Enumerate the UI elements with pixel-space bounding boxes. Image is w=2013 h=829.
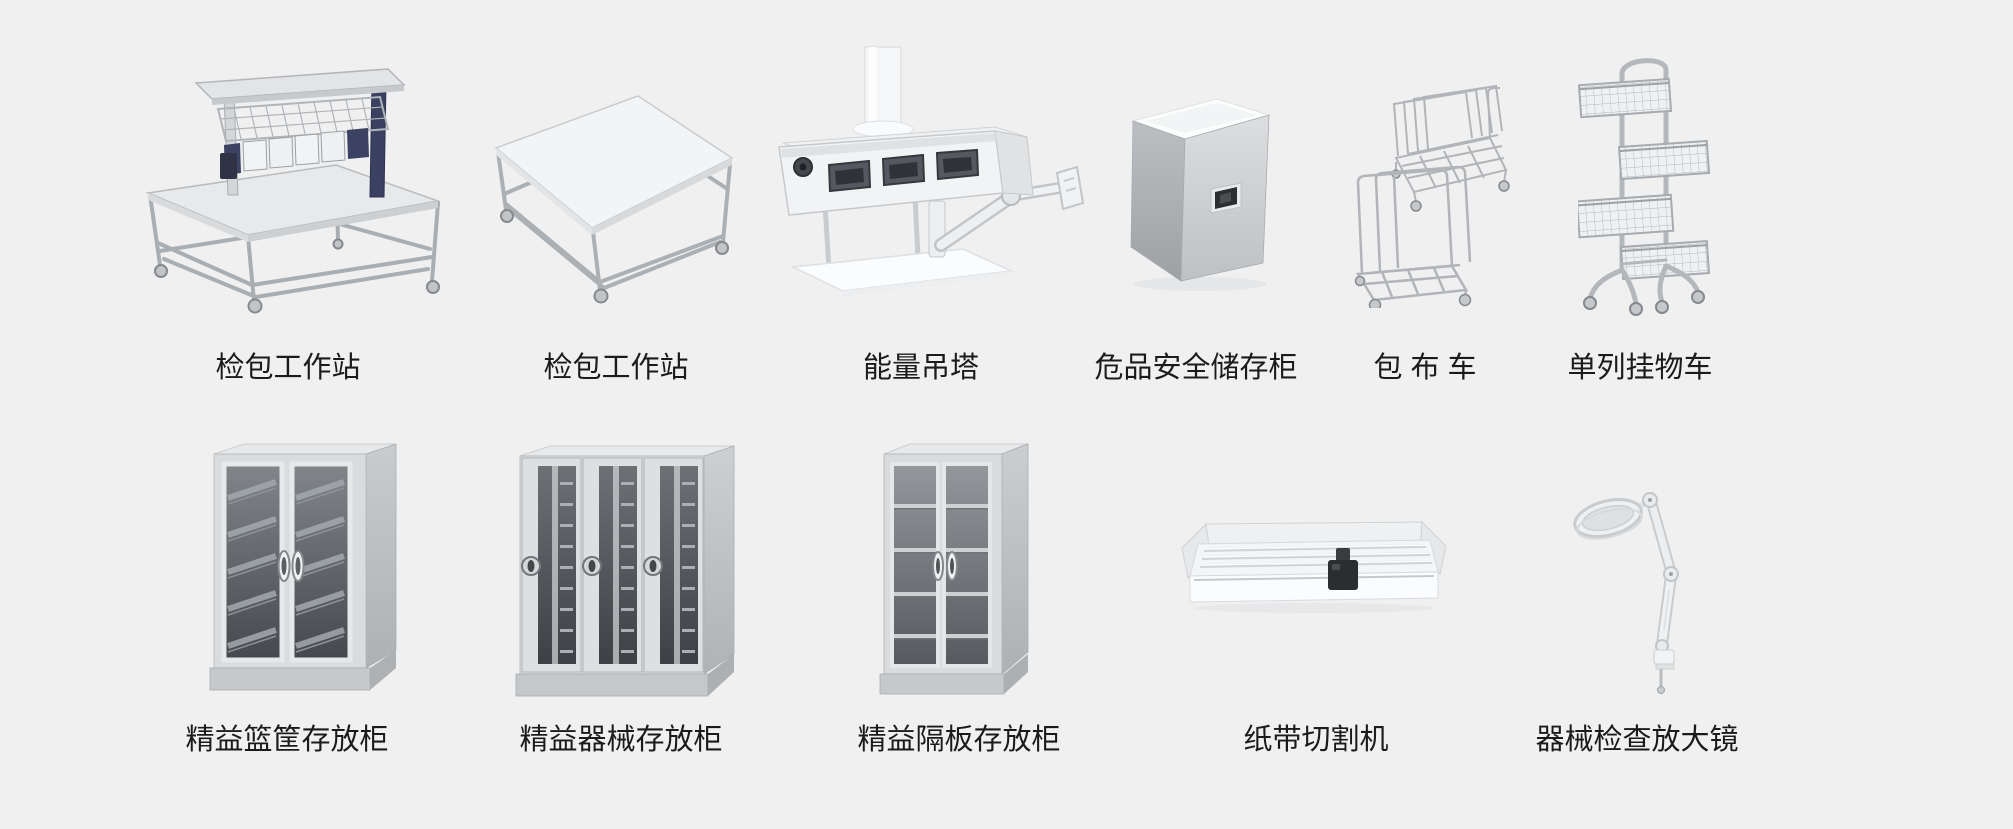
caption-wrapping-cloth-cart: 包 布 车 [1373,352,1477,384]
product-figure-instrument-inspection-magnifier [1568,460,1704,696]
single-column-hanging-cart-image [1578,58,1711,316]
caption-energy-pendant: 能量吊塔 [862,352,980,384]
product-figure-packing-worktable [480,90,742,308]
caption-paper-tape-cutter: 纸带切割机 [1243,724,1389,756]
product-figure-single-column-hanging-cart [1578,48,1713,320]
wrapping-cloth-cart-image [1354,84,1510,308]
caption-lean-divider-storage-cabinet: 精益隔板存放柜 [857,724,1061,756]
caption-packing-worktable: 检包工作站 [543,352,689,384]
product-figure-paper-tape-cutter [1180,510,1448,616]
product-figure-packing-workstation [140,45,445,317]
hazmat-safety-cabinet-image [1130,98,1271,291]
caption-lean-instrument-storage-cabinet: 精益器械存放柜 [519,724,723,756]
energy-pendant-image [778,46,1085,296]
product-figure-energy-pendant [765,45,1085,301]
product-figure-lean-divider-storage-cabinet [878,438,1034,702]
lean-divider-storage-cabinet-image [879,443,1029,695]
packing-worktable-image [494,95,734,304]
lean-instrument-storage-cabinet-image [515,445,735,697]
product-figure-hazmat-safety-cabinet [1125,95,1275,295]
caption-single-column-hanging-cart: 单列挂物车 [1567,352,1713,384]
lean-basket-storage-cabinet-image [209,443,397,691]
caption-instrument-inspection-magnifier: 器械检查放大镜 [1535,724,1739,756]
caption-hazmat-safety-cabinet: 危品安全储存柜 [1094,352,1298,384]
packing-workstation-image [145,68,441,314]
product-figure-lean-instrument-storage-cabinet [512,438,744,702]
product-figure-lean-basket-storage-cabinet [200,438,412,696]
paper-tape-cutter-image [1181,520,1447,613]
caption-packing-workstation: 检包工作站 [215,352,361,384]
instrument-inspection-magnifier-image [1573,492,1679,694]
product-figure-wrapping-cloth-cart [1352,78,1512,308]
caption-lean-basket-storage-cabinet: 精益篮筐存放柜 [185,724,389,756]
